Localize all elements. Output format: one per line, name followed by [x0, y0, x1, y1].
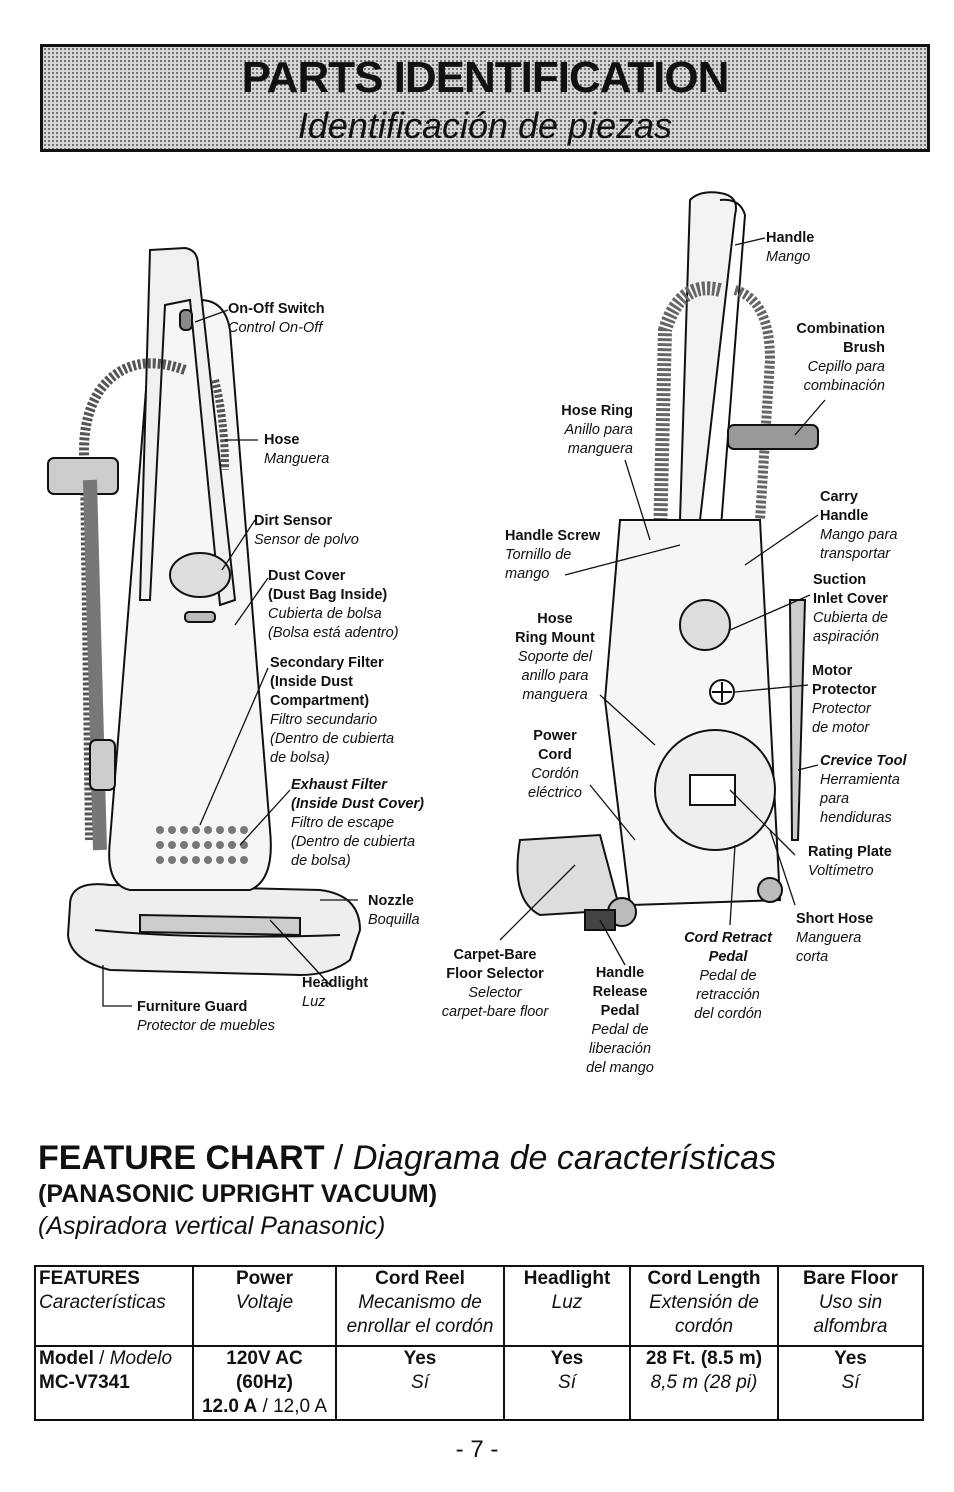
page-title: PARTS IDENTIFICATION [241, 53, 730, 102]
cell-cord-length: 28 Ft. (8.5 m)8,5 m (28 pi) [629, 1345, 779, 1421]
label-dust-cover: Dust Cover(Dust Bag Inside)Cubierta de b… [268, 568, 399, 641]
feature-chart-subtitle-en: (PANASONIC UPRIGHT VACUUM) [38, 1180, 438, 1208]
page-subtitle: Identificación de piezas [297, 105, 673, 146]
page-number: - 7 - [455, 1436, 499, 1463]
title-banner: PARTS IDENTIFICATION Identificación de p… [40, 44, 930, 152]
label-exhaust-filter: Exhaust Filter(Inside Dust Cover)Filtro … [291, 777, 424, 869]
rear-vacuum-illustration [499, 191, 826, 966]
vacuum-diagram [47, 191, 826, 1007]
feature-chart-subtitle-es: (Aspiradora vertical Panasonic) [38, 1212, 386, 1240]
front-vacuum-illustration [47, 246, 362, 1007]
feature-chart-heading: FEATURE CHART / Diagrama de característi… [38, 1138, 776, 1242]
cell-power: 120V AC (60Hz)12.0 A / 12,0 A [192, 1345, 337, 1421]
feature-chart-title: FEATURE CHART / Diagrama de característi… [38, 1139, 777, 1177]
